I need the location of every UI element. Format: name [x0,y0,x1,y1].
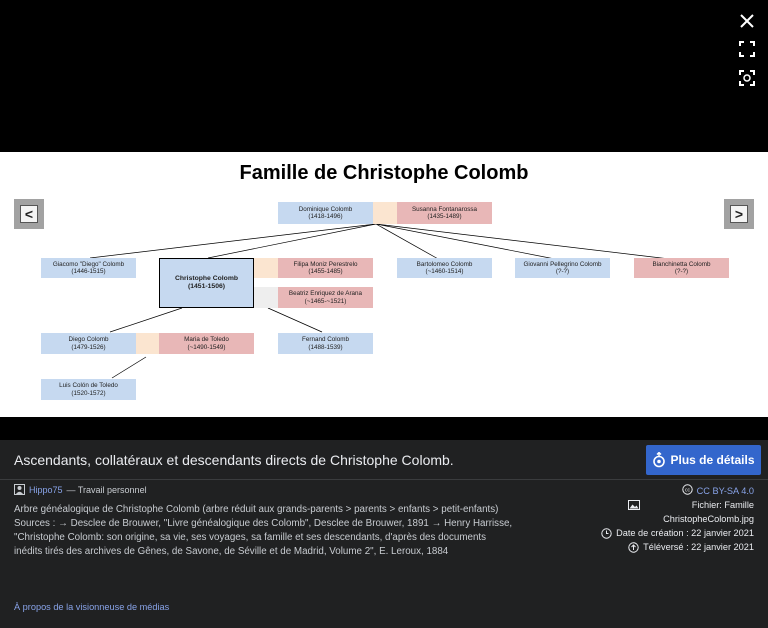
close-icon [740,14,754,28]
marriage-link [373,202,397,224]
created-row: Date de création : 22 janvier 2021 [534,526,754,540]
person-bartolomeo: Bartolomeo Colomb (~1460-1514) [397,258,492,278]
more-details-button[interactable]: Plus de détails [646,445,761,475]
media-viewer: Famille de Christophe Colomb Dominique C… [0,12,768,417]
union-link [254,287,278,308]
about-media-viewer-link[interactable]: À propos de la visionneuse de médias [14,602,170,612]
family-tree-image: Famille de Christophe Colomb Dominique C… [0,152,768,417]
person-fernand: Fernand Colomb (1488-1539) [278,333,373,354]
person-giacomo: Giacomo "Diego" Colomb (1446-1515) [41,258,136,278]
next-image-button[interactable]: > [724,199,754,229]
person-giovanni: Giovanni Pellegrino Colomb (?-?) [515,258,610,278]
marriage-link [254,258,278,278]
license-link[interactable]: CC BY-SA 4.0 [696,486,754,496]
person-diego: Diego Colomb (1479-1526) [41,333,136,354]
author-line: Hippo75 — Travail personnel [14,484,147,495]
person-dominique: Dominique Colomb (1418-1496) [278,202,373,224]
uploaded-row: Téléversé : 22 janvier 2021 [534,540,754,554]
prev-image-button[interactable]: < [14,199,44,229]
marriage-link [136,333,159,354]
user-icon [14,484,25,495]
image-caption: Ascendants, collatéraux et descendants d… [14,452,454,468]
file-name: Fichier: Famille ChristopheColomb.jpg [663,500,754,524]
license-row: cc CC BY-SA 4.0 [534,484,754,498]
upload-icon [628,542,639,553]
file-metadata: cc CC BY-SA 4.0 Fichier: Famille Christo… [534,484,754,554]
fullscreen-button[interactable] [738,40,756,58]
zoom-icon [739,70,755,86]
person-maria: Maria de Toledo (~1490-1549) [159,333,254,354]
file-row: Fichier: Famille ChristopheColomb.jpg [534,498,754,526]
commons-icon [653,452,666,468]
person-filipa: Filipa Moniz Perestrelo (1455-1485) [278,258,373,278]
author-suffix: — Travail personnel [66,484,147,495]
cc-license-icon: cc [681,484,693,495]
close-button[interactable] [738,12,756,30]
upload-date: Téléversé : 22 janvier 2021 [643,542,754,552]
person-susanna: Susanna Fontanarossa (1435-1489) [397,202,492,224]
chevron-right-icon: > [730,205,748,223]
author-link[interactable]: Hippo75 [29,484,63,495]
chevron-left-icon: < [20,205,38,223]
info-panel: Ascendants, collatéraux et descendants d… [0,440,768,628]
tree-title: Famille de Christophe Colomb [239,162,529,184]
creation-date: Date de création : 22 janvier 2021 [616,528,754,538]
tree-connectors [89,223,679,379]
caption-bar: Ascendants, collatéraux et descendants d… [0,440,768,480]
zoom-button[interactable] [738,69,756,87]
image-file-icon [628,500,640,510]
person-beatriz: Beatriz Enriquez de Arana (~1465-~1521) [278,287,373,308]
clock-icon [601,528,612,539]
person-christophe: Christophe Colomb (1451-1506) [159,258,254,308]
person-bianchinetta: Bianchinetta Colomb (?-?) [634,258,729,278]
svg-text:cc: cc [685,488,691,494]
fullscreen-icon [739,41,755,57]
person-luis: Luis Colón de Toledo (1520-1572) [41,379,136,400]
image-description: Arbre généalogique de Christophe Colomb … [14,504,513,557]
